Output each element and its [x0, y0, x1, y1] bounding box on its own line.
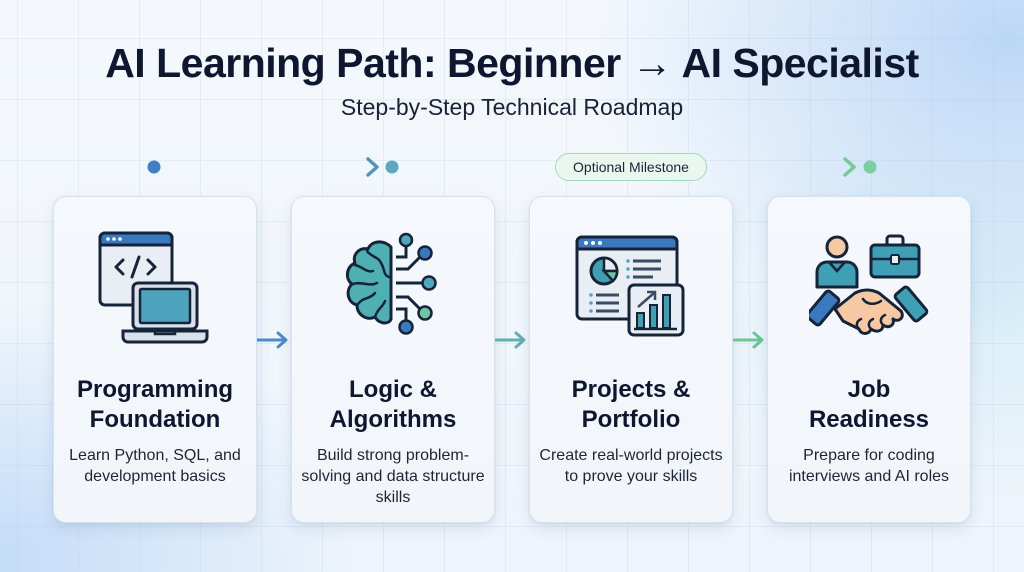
- timeline-end-dot: [863, 160, 877, 174]
- dashboard-chart-icon: [575, 235, 685, 337]
- step-description: Prepare for coding interviews and AI rol…: [788, 447, 950, 485]
- page-title: AI Learning Path: Beginner → AI Speciali…: [105, 40, 919, 86]
- step-card-job-readiness: Job Readiness Prepare for coding intervi…: [767, 196, 971, 523]
- arrow-right-icon: [257, 331, 288, 349]
- page-subtitle: Step-by-Step Technical Roadmap: [340, 94, 684, 120]
- timeline-start-dot: [147, 160, 161, 174]
- progress-timeline: [147, 157, 877, 177]
- step-title: Programming Foundation: [76, 376, 234, 433]
- brain-circuit-icon: [346, 232, 437, 335]
- step-card-programming-foundation: Programming Foundation Learn Python, SQL…: [53, 196, 257, 523]
- step-title: Logic & Algorithms: [329, 376, 457, 433]
- step-card-logic-algorithms: Logic & Algorithms Build strong problem-…: [291, 196, 495, 523]
- step-description: Learn Python, SQL, and development basic…: [69, 447, 241, 485]
- step-card-projects-portfolio: Projects & Portfolio Create real-world p…: [529, 196, 733, 523]
- step-description: Create real-world projects to prove your…: [539, 447, 723, 485]
- step-description: Build strong problem-solving and data st…: [301, 447, 485, 506]
- handshake-briefcase-icon: [809, 234, 929, 335]
- code-window-laptop-icon: [98, 231, 209, 344]
- arrow-right-icon: [495, 331, 526, 349]
- optional-milestone-badge: Optional Milestone: [555, 153, 707, 181]
- step-title: Job Readiness: [808, 376, 930, 433]
- step-title: Projects & Portfolio: [571, 376, 691, 433]
- arrow-right-icon: [733, 331, 764, 349]
- timeline-middle-dot: [385, 160, 399, 174]
